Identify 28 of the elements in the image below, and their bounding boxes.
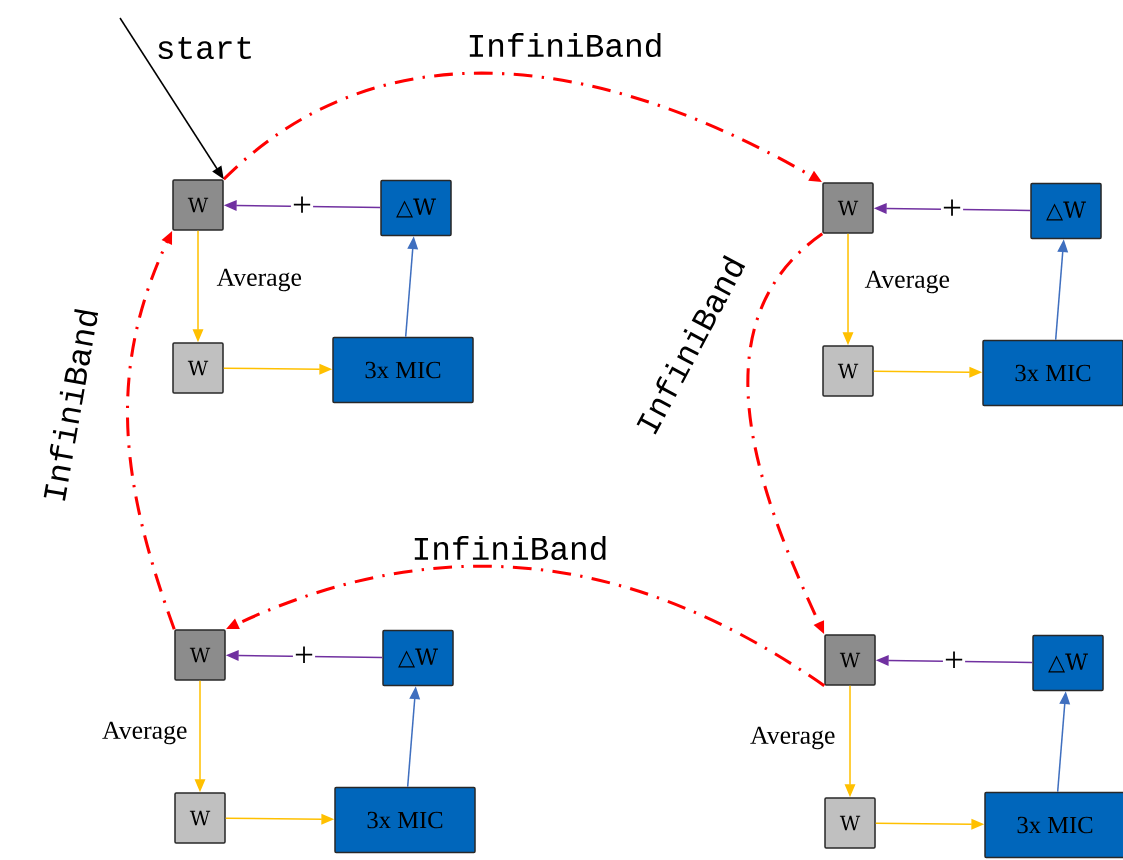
edge-label: + [290,195,314,218]
delta-weight-box: △W [382,629,454,687]
accelerator-box: 3x MIC [982,339,1123,407]
weight-box: W [824,634,876,686]
accelerator-box: 3x MIC [984,791,1123,859]
edge-label: Average [102,721,187,745]
weight-box: W [824,797,876,849]
edge-label: + [292,645,316,668]
edge-label: Average [216,268,302,292]
network-label: InfiniBand [414,535,606,561]
accelerator-box: 3x MIC [334,786,476,854]
weight-box: W [822,182,874,234]
delta-weight-box: △W [380,179,452,237]
delta-weight-box: △W [1032,634,1104,692]
network-label: InfiniBand [43,308,99,501]
network-label: InfiniBand [469,32,661,58]
start-label: start [158,36,251,60]
edge-label: + [940,198,964,221]
edge-label: + [942,650,966,673]
delta-weight-box: △W [1030,182,1102,240]
weight-box: W [174,792,226,844]
weight-box: W [822,345,874,397]
edge-label: Average [750,726,835,750]
weight-box: W [174,629,226,681]
edge-label: Average [864,270,950,294]
accelerator-box: 3x MIC [332,336,474,404]
weight-box: W [172,342,224,394]
weight-box: W [172,179,224,231]
